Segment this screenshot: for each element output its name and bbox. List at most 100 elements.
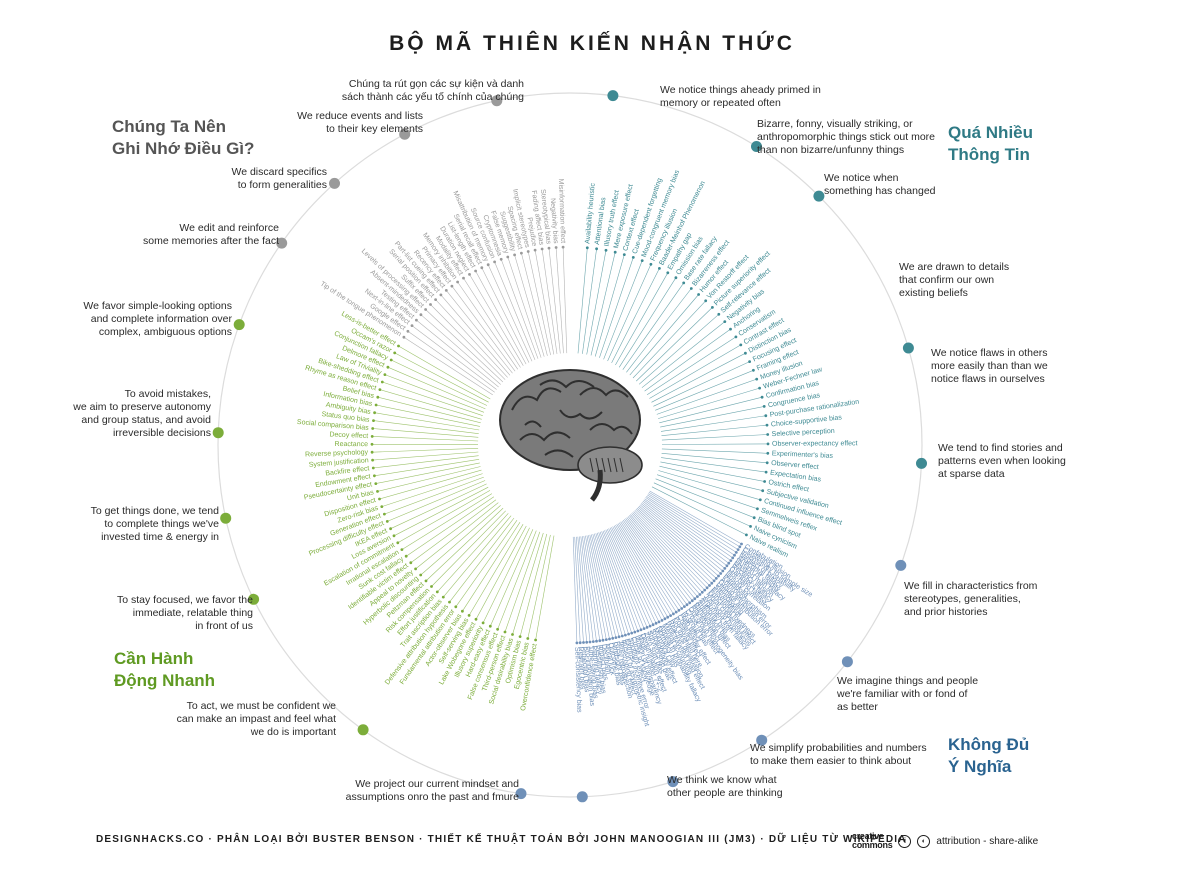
- branch-line: [656, 378, 757, 415]
- bias-label: Observer-expectancy effect: [772, 440, 858, 447]
- category-focused: To stay focused, we favor the immediate,…: [117, 594, 253, 633]
- branch-node: [714, 577, 718, 580]
- branch-node: [604, 248, 608, 252]
- branch-tree-layer: [370, 245, 770, 645]
- license-text: attribution - share-alike: [936, 835, 1039, 847]
- branch-node: [518, 635, 522, 638]
- category-line: We imagine things and people: [837, 675, 979, 687]
- branch-line: [469, 274, 524, 366]
- category-flaws: We notice flaws in others more easily th…: [931, 347, 1048, 386]
- branch-node: [729, 559, 733, 562]
- branch-node: [642, 627, 646, 630]
- creative-commons-logo: creative commons: [852, 832, 893, 850]
- branch-line: [411, 325, 497, 390]
- branch-node: [601, 638, 605, 642]
- category-fill: We fill in characteristics from stereoty…: [904, 580, 1037, 619]
- category-line: irreversible decisions: [112, 427, 211, 439]
- branch-node: [697, 293, 700, 296]
- bias-label: Misinformation effect: [557, 179, 566, 244]
- category-line: patterns even when looking: [938, 455, 1066, 467]
- category-simple: We favor simple-looking options and comp…: [83, 300, 232, 339]
- branch-node: [409, 561, 413, 565]
- branch-node: [717, 574, 720, 578]
- branch-node: [402, 335, 406, 339]
- brain-fold: [511, 387, 562, 411]
- branch-node: [738, 545, 742, 549]
- branch-line: [398, 345, 491, 400]
- branch-line: [548, 248, 561, 354]
- branch-node: [370, 442, 374, 446]
- category-line: at sparse data: [938, 468, 1005, 480]
- branch-line: [430, 304, 506, 380]
- branch-line: [622, 282, 684, 370]
- branch-node: [373, 474, 376, 478]
- branch-line: [661, 434, 768, 441]
- branch-node: [415, 318, 418, 322]
- branch-line: [577, 247, 588, 354]
- branch-line: [555, 247, 564, 354]
- branch-node: [371, 427, 375, 430]
- branch-node: [690, 599, 694, 603]
- branch-line: [638, 505, 719, 577]
- branch-line: [639, 504, 721, 574]
- branch-node: [733, 553, 736, 557]
- branch-line: [602, 530, 642, 630]
- branch-line: [608, 528, 654, 625]
- bias-label: Negativity bias: [549, 198, 559, 244]
- branch-line: [431, 510, 506, 587]
- branch-node: [376, 490, 379, 493]
- category-line: We think we know what: [667, 774, 777, 786]
- branch-line: [406, 496, 495, 557]
- branch-node: [429, 303, 432, 306]
- branch-line: [462, 522, 521, 612]
- branch-node: [374, 482, 378, 485]
- branch-node: [666, 271, 670, 275]
- branch-line: [661, 443, 769, 445]
- bias-label: Reverse psychology: [305, 449, 369, 458]
- category-bizarre: Bizarre, fonny, visually striking, or an…: [757, 118, 935, 157]
- bias-label: Selective perception: [772, 428, 835, 438]
- branch-line: [636, 507, 715, 582]
- branch-node: [636, 629, 640, 633]
- branch-node: [414, 567, 417, 571]
- branch-line: [604, 530, 645, 629]
- branch-line: [659, 396, 763, 424]
- branch-line: [514, 254, 545, 357]
- branch-node: [486, 263, 490, 267]
- branch-line: [646, 336, 737, 396]
- branch-line: [407, 331, 495, 393]
- branch-node: [711, 306, 714, 309]
- branch-line: [372, 428, 479, 438]
- branch-node: [406, 329, 410, 333]
- branch-line: [632, 512, 705, 591]
- branch-node: [534, 638, 537, 642]
- branch-line: [588, 535, 610, 640]
- branch-line: [451, 285, 516, 372]
- branch-node: [736, 548, 740, 551]
- branch-line: [586, 250, 607, 355]
- branch-line: [660, 406, 765, 428]
- branch-line: [403, 336, 493, 396]
- branch-line: [534, 250, 555, 355]
- branch-node: [645, 626, 649, 629]
- branch-line: [585, 535, 604, 641]
- branch-node: [608, 637, 611, 641]
- category-mistakes: To avoid mistakes, we aim to preserve au…: [73, 388, 211, 440]
- branch-node: [755, 377, 759, 381]
- footer-credits: DESIGNHACKS.CO · PHÂN LOẠI BỞI BUSTER BE…: [96, 834, 907, 845]
- category-discard: We discard specifics to form generalitie…: [231, 166, 327, 192]
- branch-node: [721, 569, 725, 573]
- category-dot-focused: [248, 593, 260, 605]
- branch-node: [374, 403, 378, 407]
- branch-line: [659, 465, 763, 491]
- branch-line: [507, 256, 542, 358]
- category-line: invested time & energy in: [101, 531, 219, 543]
- branch-node: [744, 351, 747, 355]
- category-dot-mistakes: [212, 427, 224, 439]
- branch-line: [625, 518, 690, 603]
- category-dot-imagine: [756, 734, 768, 746]
- brain-fold: [589, 423, 633, 435]
- branch-line: [500, 259, 539, 359]
- branch-node: [614, 636, 618, 639]
- category-store: Chúng ta rút gọn các sự kiện và danh sác…: [342, 78, 524, 104]
